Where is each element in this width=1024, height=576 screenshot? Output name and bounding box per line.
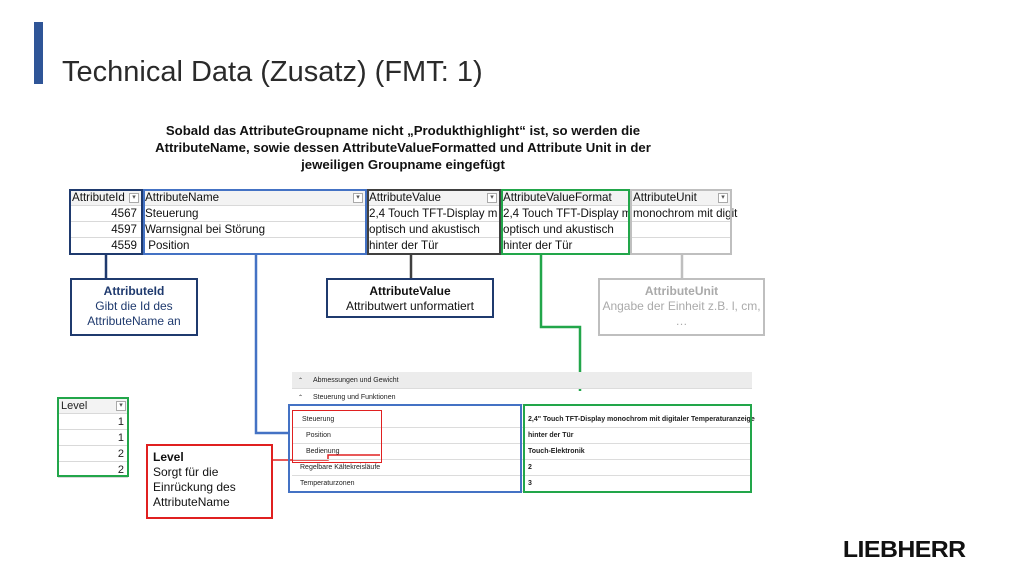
callout-text: Gibt die Id des AttributeName an — [87, 299, 181, 328]
header-label: AttributeId — [72, 191, 125, 204]
liebherr-logo: LIEBHERR — [843, 536, 966, 562]
preview-row: Regelbare Kältekreisläufe 2 — [292, 460, 752, 476]
callout-text: Attributwert unformatiert — [345, 299, 475, 313]
header-label: Level — [61, 400, 88, 412]
attribute-table: AttributeId ▾ AttributeName ▾ AttributeVal… — [69, 190, 737, 254]
level-table: Level ▾ 1 1 2 2 — [58, 398, 128, 478]
filter-dropdown-icon[interactable]: ▾ — [718, 193, 728, 203]
filter-dropdown-icon[interactable]: ▾ — [129, 193, 139, 203]
highlight-frame-indented-rows — [292, 410, 382, 463]
callout-attribute-id: AttributeId Gibt die Id des AttributeNam… — [70, 278, 198, 336]
highlight-frame-preview-values — [523, 404, 752, 493]
table-cell[interactable]: 1 — [58, 414, 128, 430]
callout-attribute-unit: AttributeUnit Angabe der Einheit z.B. l,… — [598, 278, 765, 336]
highlight-frame-attribute-id — [69, 189, 143, 255]
preview-row: Bedienung Touch-Elektronik — [292, 444, 752, 460]
attribute-name: Bedienung — [306, 448, 340, 455]
highlight-frame-attribute-value-format — [501, 189, 630, 255]
column-header-level[interactable]: Level ▾ — [58, 398, 128, 414]
collapse-icon: ⌃ — [298, 378, 304, 384]
attribute-value: hinter der Tür — [528, 432, 574, 439]
preview-row: Position hinter der Tür — [292, 428, 752, 444]
table-cell[interactable]: 2 — [58, 462, 128, 478]
header-label: AttributeValueFormat — [503, 191, 612, 204]
highlight-frame-level — [57, 397, 129, 477]
attribute-value: Touch-Elektronik — [528, 448, 585, 455]
attribute-name: Steuerung — [302, 416, 335, 423]
highlight-frame-preview-names — [288, 404, 522, 493]
explanation-note: Sobald das AttributeGroupname nicht „Pro… — [155, 123, 651, 172]
callout-level: Level Sorgt für die Einrückung des Attri… — [146, 444, 273, 519]
column-header-attribute-id[interactable]: AttributeId ▾ — [69, 190, 142, 206]
preview-panel: ⌃ Abmessungen und Gewicht ⌃ Steuerung un… — [292, 372, 755, 494]
filter-dropdown-icon[interactable]: ▾ — [353, 193, 363, 203]
highlight-frame-attribute-unit — [630, 189, 732, 255]
attribute-name: Position — [306, 432, 331, 439]
attribute-name: Regelbare Kältekreisläufe — [300, 464, 381, 471]
callout-title: AttributeUnit — [644, 284, 719, 298]
table-cell[interactable]: 1 — [58, 430, 128, 446]
filter-dropdown-icon[interactable]: ▾ — [487, 193, 497, 203]
header-label: AttributeValue — [369, 191, 441, 204]
attribute-value: 2,4" Touch TFT-Display monochrom mit dig… — [528, 416, 755, 423]
slide-title: Technical Data (Zusatz) (FMT: 1) — [62, 56, 483, 88]
column-header-attribute-value-format[interactable]: AttributeValueFormat — [500, 190, 630, 206]
filter-dropdown-icon[interactable]: ▾ — [116, 401, 126, 411]
header-label: AttributeUnit — [633, 191, 697, 204]
table-cell[interactable]: 2 — [58, 446, 128, 462]
group-label: Abmessungen und Gewicht — [312, 377, 399, 384]
callout-attribute-value: AttributeValue Attributwert unformatiert — [326, 278, 494, 318]
header-label: AttributeName — [145, 191, 220, 204]
attribute-value: 3 — [528, 480, 532, 487]
callout-text: Sorgt für die Einrückung des AttributeNa… — [153, 465, 236, 509]
column-header-attribute-unit[interactable]: AttributeUnit ▾ — [630, 190, 731, 206]
highlight-frame-attribute-name — [143, 189, 367, 255]
preview-row: Steuerung 2,4" Touch TFT-Display monochr… — [292, 412, 755, 428]
group-header[interactable]: ⌃ Steuerung und Funktionen — [292, 391, 752, 405]
attribute-value: 2 — [528, 464, 532, 471]
group-header[interactable]: ⌃ Abmessungen und Gewicht — [292, 372, 752, 389]
callout-title: Level — [153, 450, 184, 464]
title-accent-bar — [34, 22, 43, 84]
column-header-attribute-name[interactable]: AttributeName ▾ — [142, 190, 366, 206]
collapse-icon: ⌃ — [298, 395, 304, 401]
attribute-name: Temperaturzonen — [300, 480, 355, 487]
callout-title: AttributeValue — [369, 284, 451, 298]
callout-title: AttributeId — [103, 284, 165, 298]
highlight-frame-attribute-value — [367, 189, 501, 255]
preview-row: Temperaturzonen 3 — [292, 476, 752, 492]
callout-text: Angabe der Einheit z.B. l, cm, … — [602, 299, 761, 328]
group-label: Steuerung und Funktionen — [312, 394, 396, 401]
